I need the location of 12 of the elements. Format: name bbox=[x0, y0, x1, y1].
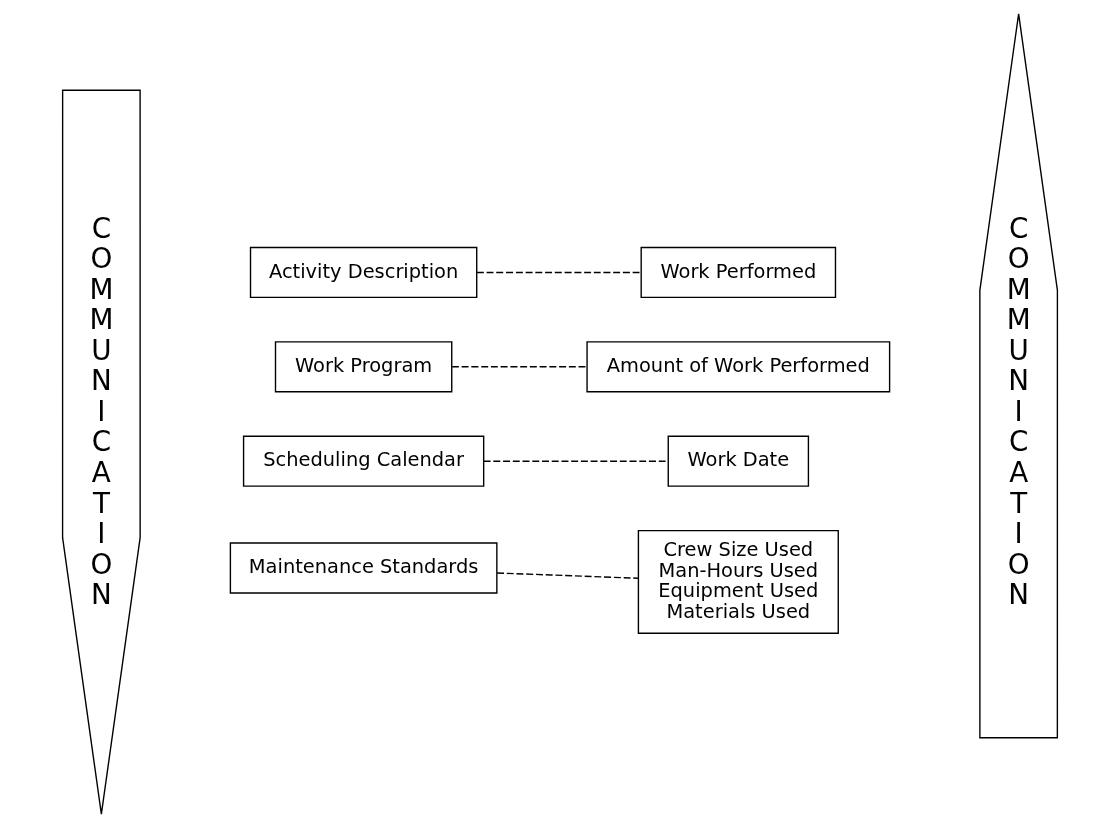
connector bbox=[475, 271, 641, 274]
node-box: Work Performed bbox=[640, 246, 836, 299]
node-box: Crew Size Used Man-Hours Used Equipment Used Materials Used bbox=[637, 529, 839, 634]
node-box: Work Date bbox=[667, 435, 809, 487]
connector bbox=[451, 366, 588, 368]
node-box: Work Program bbox=[274, 341, 452, 393]
node-box: Scheduling Calendar bbox=[242, 435, 484, 487]
node-box: Maintenance Standards bbox=[229, 542, 498, 594]
node-box: Amount of Work Performed bbox=[585, 341, 890, 393]
connector bbox=[496, 572, 639, 579]
node-box: Activity Description bbox=[249, 246, 477, 299]
connector bbox=[482, 460, 669, 462]
